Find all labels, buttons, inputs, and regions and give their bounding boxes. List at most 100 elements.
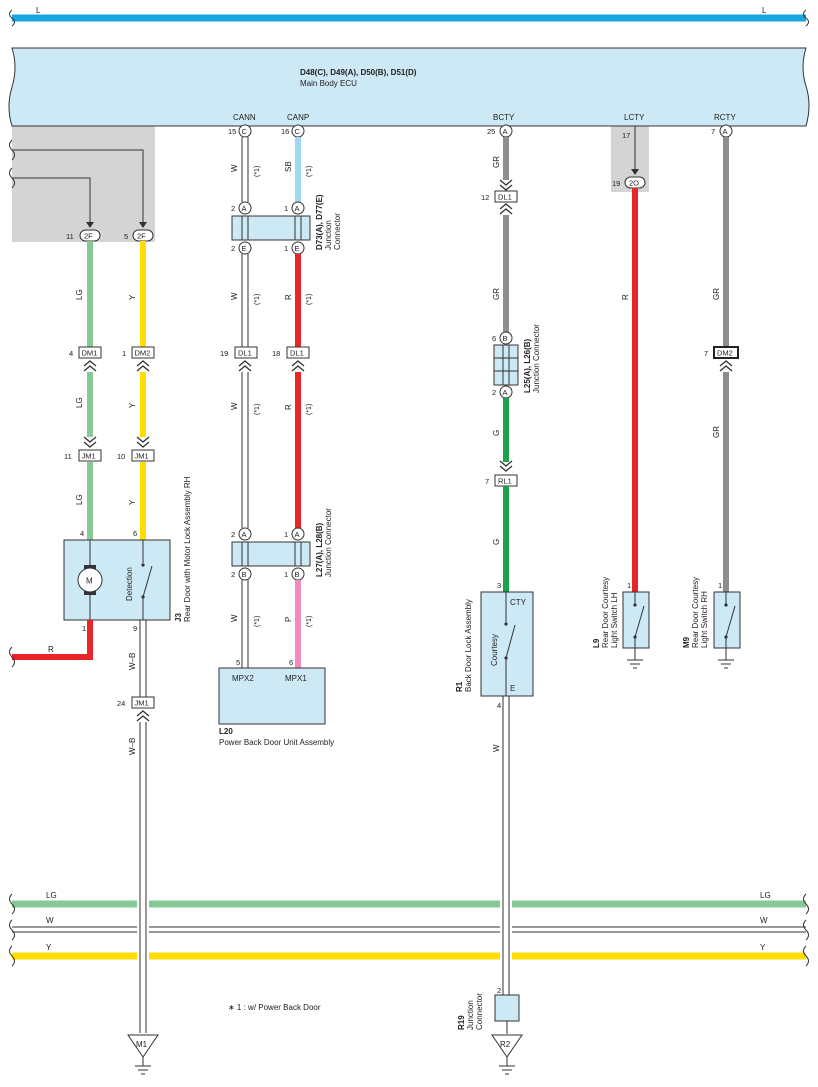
wire-note: (*1) <box>306 166 313 177</box>
pin-number: 15 <box>228 127 236 136</box>
switch-contact <box>504 622 508 626</box>
bus-label-left: L <box>36 6 41 15</box>
terminal-canp-label: CANP <box>287 113 309 122</box>
connector-name: JM1 <box>135 452 149 461</box>
wire-label-g: G <box>492 430 501 436</box>
wire-label-y: Y <box>128 499 137 505</box>
wire-label-sb: SB <box>284 161 293 172</box>
switch-icon <box>634 605 645 638</box>
junction-pin-b <box>238 567 252 581</box>
component-name: Back Door Lock Assembly <box>464 599 473 692</box>
wire-label-r: R <box>621 294 630 300</box>
ground-label: M1 <box>136 1040 148 1049</box>
wire-label-g: G <box>492 539 501 545</box>
wire-label-r: R <box>48 645 54 654</box>
bus-label-lg: LG <box>46 891 57 900</box>
pin-number: 25 <box>487 127 495 136</box>
chevron-icon <box>136 360 150 367</box>
pin-number: 3 <box>497 581 501 590</box>
pin-number: 1 <box>718 581 722 590</box>
junction-label: L25(A), L26(B) <box>523 338 532 393</box>
terminal-cann-label: CANN <box>233 113 256 122</box>
break-mark <box>803 919 809 941</box>
arrow-icon <box>139 222 147 228</box>
ecu-name: Main Body ECU <box>300 79 357 88</box>
pin-letter: E <box>295 244 300 253</box>
component-j3 <box>63 539 171 621</box>
pin-number: 5 <box>236 658 240 667</box>
junction-label: Junction Connector <box>324 508 333 577</box>
switch-icon <box>505 624 516 659</box>
component-l9 <box>622 591 650 649</box>
motor-icon <box>77 567 103 593</box>
pin-number: 1 <box>284 530 288 539</box>
junction-label: D73(A), D77(E) <box>315 194 324 250</box>
component-name: Rear Door Courtesy <box>601 577 610 648</box>
wire-label-y: Y <box>128 294 137 300</box>
wire-label-w: W <box>230 402 239 410</box>
switch-contact <box>633 603 637 607</box>
terminal-conn: A <box>723 127 728 136</box>
connector-name: DL1 <box>290 349 304 358</box>
component-name: Connector <box>475 993 484 1030</box>
connector-name: DL1 <box>498 193 512 202</box>
bus-label-right: L <box>762 6 767 15</box>
chevron-icon <box>136 715 150 722</box>
connector-name: 2O <box>629 179 639 188</box>
connector-dm1 <box>78 346 102 359</box>
pin-letter: B <box>242 570 247 579</box>
crossing-gap <box>137 950 149 962</box>
chevron-icon <box>83 365 97 372</box>
break-mark <box>9 919 15 941</box>
chevron-icon <box>83 360 97 367</box>
component-code: L9 <box>592 638 601 648</box>
chevron-icon <box>499 465 513 472</box>
bus-label-y: Y <box>760 943 766 952</box>
pin-number: 7 <box>704 349 708 358</box>
junction-l27 <box>231 541 311 567</box>
pin-number: 7 <box>485 477 489 486</box>
pin-number: 18 <box>272 349 280 358</box>
pin-number: 2 <box>231 570 235 579</box>
arrow-icon <box>86 222 94 228</box>
connector-name: DM2 <box>135 349 151 358</box>
pin-number: 19 <box>220 349 228 358</box>
chevron-icon <box>499 208 513 215</box>
crossing-gap <box>137 924 149 935</box>
wire-label-lg: LG <box>75 289 84 300</box>
pin-letter: A <box>503 388 508 397</box>
arrow-icon <box>631 169 639 175</box>
pin-number: 11 <box>66 232 74 241</box>
chevron-icon <box>499 203 513 210</box>
wire-label-gr: GR <box>712 426 721 438</box>
chevron-icon <box>499 460 513 467</box>
pin-number: 10 <box>117 452 125 461</box>
switch-icon <box>725 605 736 638</box>
wire-feed-y <box>12 149 144 225</box>
pin-number: 19 <box>612 179 620 188</box>
chevron-icon <box>719 365 733 372</box>
pin-number: 11 <box>64 452 72 461</box>
ground-r2-icon <box>491 1034 523 1058</box>
wire-label-lg: LG <box>75 397 84 408</box>
crossing-gap <box>500 898 512 910</box>
switch-icon <box>142 565 153 598</box>
pin-number: 7 <box>711 127 715 136</box>
pin-letter: E <box>242 244 247 253</box>
chevron-icon <box>719 360 733 367</box>
wire-note: (*1) <box>254 166 261 177</box>
pin-number: 2 <box>231 204 235 213</box>
junction-pin-a <box>238 201 252 215</box>
connector-jm1-y <box>131 449 155 462</box>
component-name: Rear Door Courtesy <box>691 577 700 648</box>
wire-label-w: W <box>230 614 239 622</box>
chevron-icon <box>499 179 513 186</box>
wire-label-gr: GR <box>492 156 501 168</box>
connector-name: JM1 <box>135 699 149 708</box>
junction-label: L27(A), L28(B) <box>315 522 324 577</box>
connector-dl1-w <box>234 346 258 359</box>
chevron-icon <box>136 436 150 443</box>
wire-note: (*1) <box>254 294 261 305</box>
connector-jm1-wb <box>131 696 155 709</box>
